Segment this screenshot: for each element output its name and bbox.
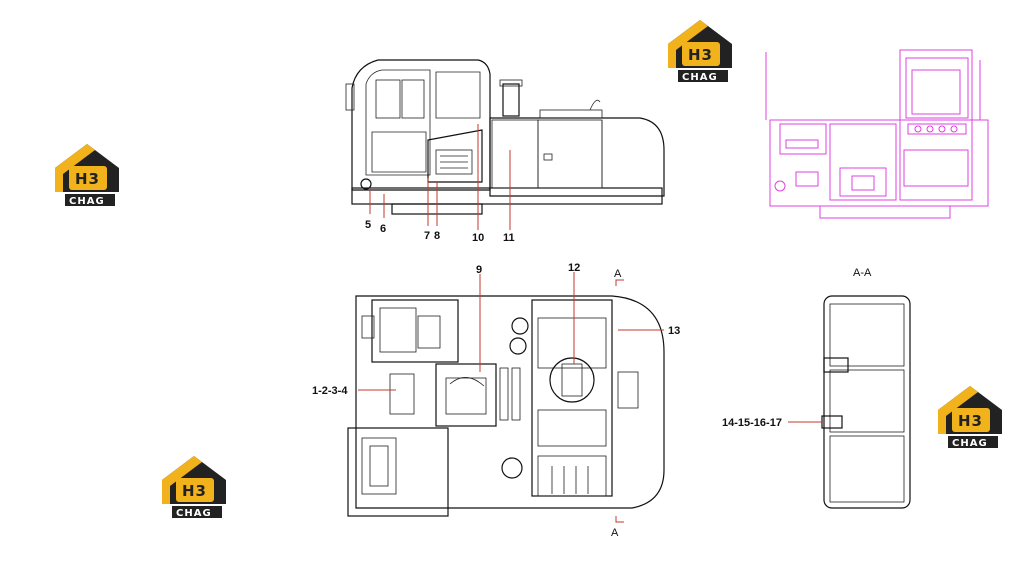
- watermark-logo-4: H3 CHAG: [938, 386, 1002, 449]
- callout-10: 10: [472, 232, 484, 244]
- section-mark-bottom: A: [611, 527, 619, 539]
- callout-9: 9: [476, 264, 482, 276]
- watermark-logo-2: H3 CHAG: [55, 144, 119, 207]
- top-view: [347, 272, 665, 523]
- watermark-letters: H3: [75, 170, 100, 188]
- section-view-a-a: [788, 295, 911, 509]
- rear-view: [765, 49, 989, 219]
- watermark-text: CHAG: [682, 72, 718, 83]
- section-mark-top: A: [614, 268, 622, 280]
- watermark-logo-3: H3 CHAG: [162, 456, 226, 519]
- watermark-text: CHAG: [176, 508, 212, 519]
- watermark-letters: H3: [958, 412, 983, 430]
- callout-1-2-3-4: 1-2-3-4: [312, 385, 348, 397]
- watermark-logo-1: H3 CHAG: [668, 20, 732, 83]
- callout-5: 5: [365, 219, 371, 231]
- callout-6: 6: [380, 223, 386, 235]
- callout-8: 8: [434, 230, 440, 242]
- callout-13: 13: [668, 325, 680, 337]
- callout-14-15-16-17: 14-15-16-17: [722, 417, 782, 429]
- watermark-text: CHAG: [952, 438, 988, 449]
- section-title: A-A: [853, 267, 872, 279]
- side-view: [345, 59, 665, 230]
- watermark-letters: H3: [688, 46, 713, 64]
- callout-12: 12: [568, 262, 580, 274]
- callout-7: 7: [424, 230, 430, 242]
- callout-11: 11: [503, 232, 515, 244]
- watermark-text: CHAG: [69, 196, 105, 207]
- watermark-letters: H3: [182, 482, 207, 500]
